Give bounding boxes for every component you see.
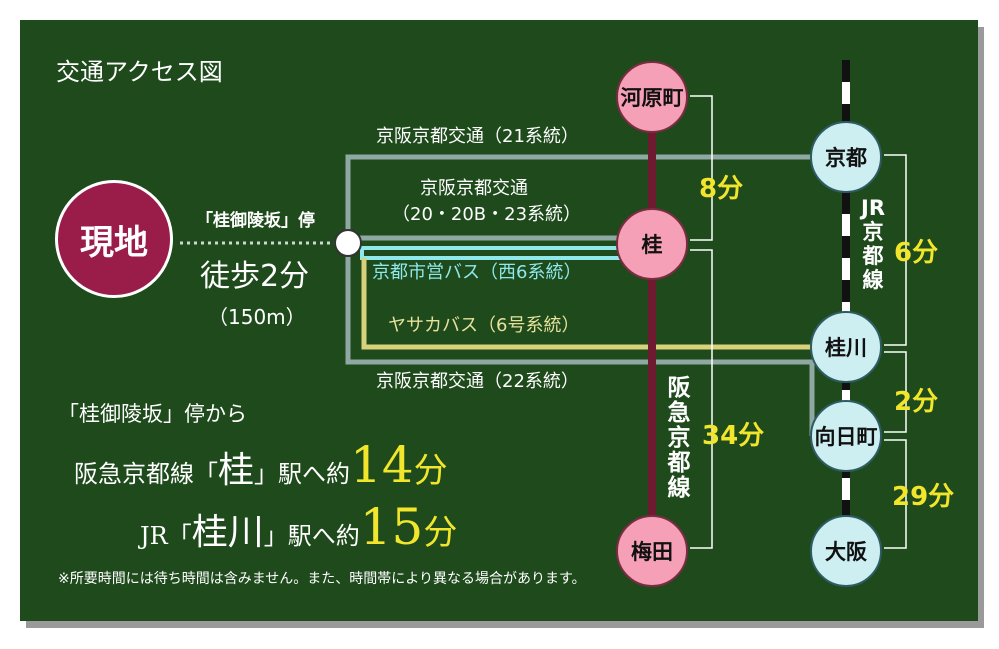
- route-keihan-22: [345, 250, 815, 436]
- route-label-keihan-22: 京阪京都交通（22系統）: [376, 371, 579, 392]
- time-katsura-umeda: 34分: [702, 421, 765, 451]
- summary-jr-unit: 分: [423, 513, 458, 553]
- route-label-keihan-20-line2: （20・20B・23系統）: [392, 204, 582, 225]
- route-label-yasaka: ヤサカバス（6号系統）: [388, 315, 580, 336]
- current-location-marker: 現地: [55, 180, 173, 298]
- summary-hankyu-prefix: 阪急京都線「: [74, 460, 218, 488]
- station-katsura-label: 桂: [641, 233, 663, 257]
- bracket-mukomachi-osaka: [884, 439, 907, 549]
- station-mukomachi-label: 向日町: [814, 425, 878, 449]
- walk-distance: （150m）: [208, 305, 306, 329]
- station-kyoto-label: 京都: [825, 146, 867, 170]
- station-osaka: 大阪: [810, 515, 882, 587]
- time-kawaramachi-katsura: 8分: [699, 174, 744, 204]
- summary-line-jr: JR「桂川」駅へ約15分: [140, 502, 457, 552]
- station-kawaramachi: 河原町: [616, 61, 688, 133]
- station-katsuragawa: 桂川: [810, 311, 882, 383]
- bracket-katsura-umeda: [690, 249, 713, 549]
- station-kawaramachi-label: 河原町: [620, 86, 684, 110]
- summary-hankyu-minutes: 14: [350, 436, 414, 494]
- route-keihan-21: [345, 154, 846, 243]
- bracket-kawaramachi-katsura: [690, 95, 713, 241]
- summary-from: 「桂御陵坂」停から: [58, 402, 247, 426]
- station-katsuragawa-label: 桂川: [825, 336, 867, 360]
- current-location-label: 現地: [80, 222, 148, 263]
- footnote: ※所要時間には待ち時間は含みません。また、時間帯により異なる場合があります。: [58, 571, 586, 587]
- route-yasaka: [361, 258, 846, 350]
- station-kyoto: 京都: [810, 121, 882, 193]
- summary-hankyu-unit: 分: [413, 451, 448, 491]
- station-mukomachi: 向日町: [810, 400, 882, 472]
- station-umeda-label: 梅田: [631, 540, 673, 564]
- line-label-jr: JR京都線: [861, 196, 885, 292]
- time-mukomachi-osaka: 29分: [892, 482, 955, 512]
- map-title: 交通アクセス図: [56, 58, 223, 86]
- summary-jr-mid: 」駅へ約: [263, 522, 360, 550]
- walk-time: 徒歩2分: [200, 259, 310, 294]
- bus-stop-marker: [334, 229, 362, 257]
- bracket-kyoto-katsuragawa: [884, 154, 907, 346]
- bracket-katsuragawa-mukomachi: [884, 351, 907, 433]
- route-label-keihan-20-line1: 京阪京都交通: [420, 178, 528, 199]
- summary-jr-prefix: JR「: [140, 522, 192, 550]
- board-background: [20, 20, 978, 621]
- time-katsuragawa-mukomachi: 2分: [894, 387, 939, 417]
- station-umeda: 梅田: [616, 515, 688, 587]
- line-label-hankyu: 阪急京都線: [667, 375, 691, 501]
- station-osaka-label: 大阪: [825, 540, 867, 564]
- summary-jr-minutes: 15: [359, 498, 424, 556]
- time-kyoto-katsuragawa: 6分: [894, 238, 939, 268]
- route-label-city-bus: 京都市営バス（西6系統）: [372, 262, 582, 283]
- summary-line-hankyu: 阪急京都線「桂」駅へ約14分: [74, 440, 448, 490]
- summary-hankyu-station: 桂: [218, 450, 255, 491]
- summary-hankyu-mid: 」駅へ約: [254, 460, 351, 488]
- summary-jr-station: 桂川: [191, 512, 264, 553]
- route-label-keihan-21: 京阪京都交通（21系統）: [376, 126, 579, 147]
- bus-stop-label: 「桂御陵坂」停: [196, 211, 315, 231]
- station-katsura: 桂: [616, 208, 688, 280]
